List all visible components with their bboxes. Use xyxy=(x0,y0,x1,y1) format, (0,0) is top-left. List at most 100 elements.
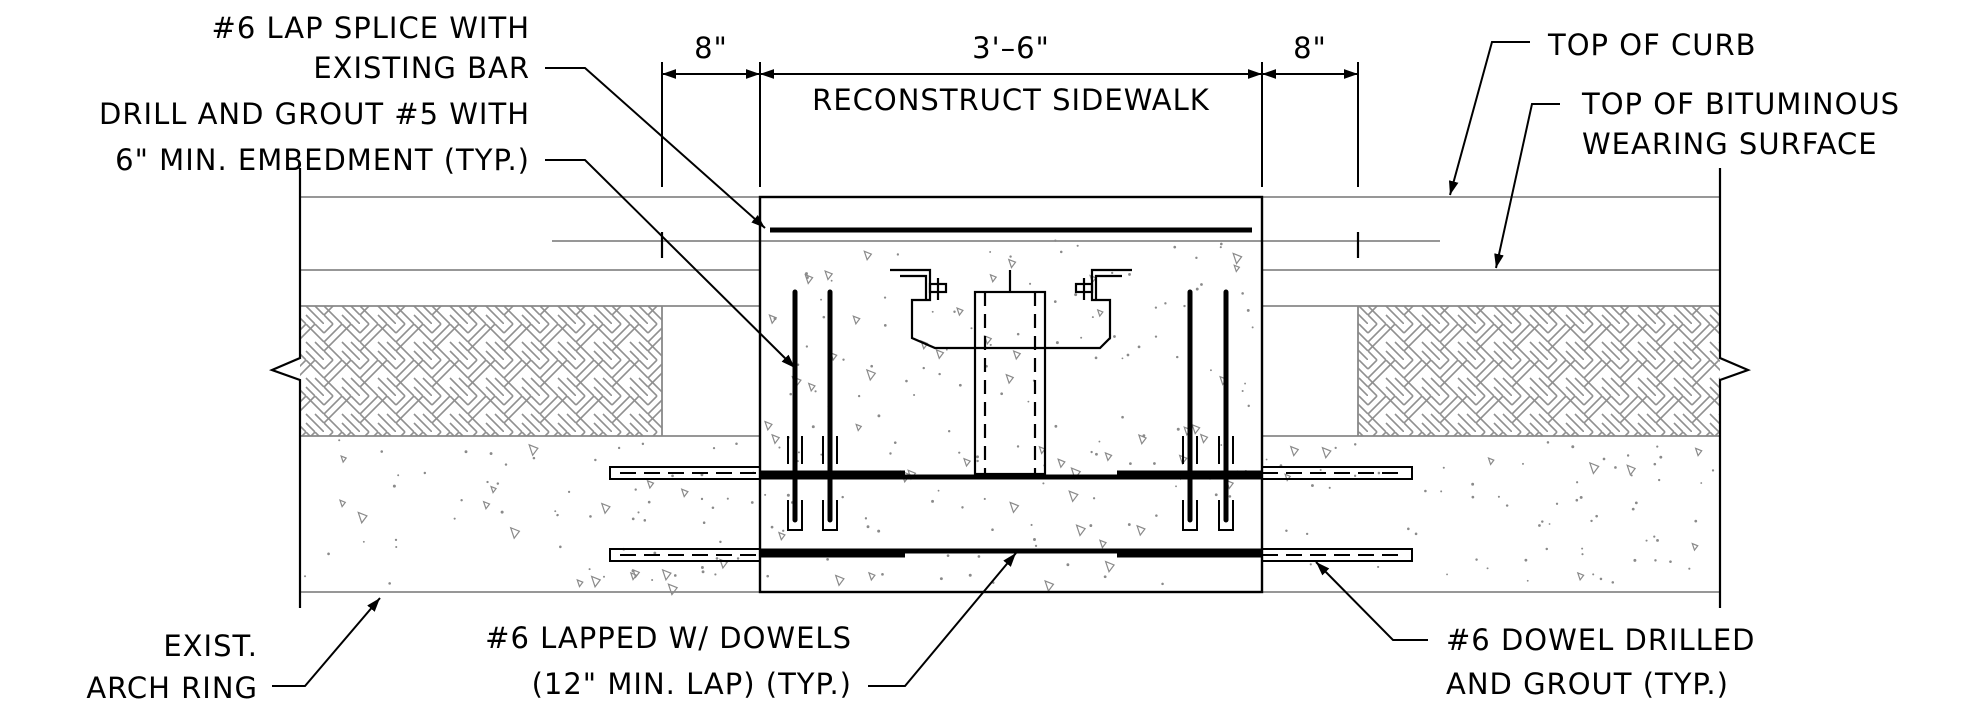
stipple-dot xyxy=(797,451,800,454)
stipple-dot xyxy=(773,317,777,321)
stipple-dot xyxy=(1656,445,1659,448)
stipple-dot xyxy=(395,545,398,549)
stipple-dot xyxy=(814,390,817,393)
stipple-dot xyxy=(388,582,391,585)
stipple-aggregate xyxy=(1191,423,1201,435)
stipple-dot xyxy=(939,577,943,581)
dim-right-8in: 8" xyxy=(1293,31,1327,65)
stipple-dot xyxy=(1446,573,1448,576)
top-of-curb-line-1: TOP OF CURB xyxy=(1547,28,1757,62)
stipple-dot xyxy=(946,554,950,557)
right-hatch-region xyxy=(1358,306,1720,436)
stipple-dot xyxy=(1599,577,1603,581)
stipple-dot xyxy=(559,545,562,549)
stipple-aggregate xyxy=(1012,349,1022,361)
stipple-dot xyxy=(1353,443,1357,446)
reconstruct-sidewalk-label: RECONSTRUCT SIDEWALK xyxy=(812,83,1210,117)
stipple-dot xyxy=(1210,369,1212,372)
stipple-aggregate xyxy=(989,273,998,283)
stipple-dot xyxy=(712,447,716,450)
reconstruct-sidewalk-block xyxy=(758,195,1264,594)
stipple-aggregate xyxy=(1098,539,1107,549)
callout-exist-arch-ring: EXIST. ARCH RING xyxy=(86,629,257,705)
stipple-dot xyxy=(567,490,571,494)
stipple-dot xyxy=(842,358,845,361)
stipple-dot xyxy=(1016,445,1020,448)
stipple-aggregate xyxy=(576,578,584,588)
stipple-dot xyxy=(653,551,657,555)
stipple-dot xyxy=(786,493,790,497)
stipple-dot xyxy=(857,394,861,398)
stipple-dot xyxy=(1030,523,1033,526)
stipple-dot xyxy=(864,517,868,520)
stipple-dot xyxy=(1220,242,1223,246)
stipple-dot xyxy=(841,495,844,499)
stipple-dot xyxy=(500,510,504,514)
stipple-dot xyxy=(1626,454,1630,457)
stipple-dot xyxy=(726,497,729,500)
stipple-dot xyxy=(947,430,951,433)
stipple-dot xyxy=(714,573,717,576)
stipple-dot xyxy=(719,540,722,544)
stipple-dot xyxy=(700,497,704,501)
stipple-aggregate xyxy=(1096,308,1104,318)
stipple-aggregate xyxy=(1691,542,1699,552)
stipple-dot xyxy=(1164,302,1167,305)
stipple-aggregate xyxy=(600,502,611,515)
stipple-dot xyxy=(1154,335,1158,338)
stipple-dot xyxy=(1309,563,1312,566)
stipple-aggregate xyxy=(1104,560,1116,573)
stipple-aggregate xyxy=(956,307,964,317)
stipple-dot xyxy=(1228,495,1232,498)
stipple-dot xyxy=(631,569,635,573)
stipple-dot xyxy=(1103,575,1107,579)
stipple-dot xyxy=(1711,469,1715,472)
stipple-dot xyxy=(617,446,621,450)
stipple-aggregate xyxy=(824,270,834,281)
stipple-dot xyxy=(1153,462,1156,465)
stipple-dot xyxy=(715,557,719,560)
callout-top-bituminous: TOP OF BITUMINOUS WEARING SURFACE xyxy=(1581,87,1899,161)
stipple-dot xyxy=(782,529,785,532)
stipple-dot xyxy=(1219,246,1222,249)
stipple-dot xyxy=(1285,529,1288,533)
stipple-aggregate xyxy=(768,314,778,325)
stipple-dot xyxy=(881,573,884,576)
stipple-dot xyxy=(1054,424,1058,428)
stipple-dot xyxy=(1571,445,1575,449)
stipple-dot xyxy=(1658,478,1661,482)
lapped-dowels-line-1: #6 LAPPED W/ DOWELS xyxy=(485,621,852,655)
stipple-dot xyxy=(1129,462,1132,466)
stipple-dot xyxy=(1074,293,1078,297)
stipple-dot xyxy=(922,366,925,370)
stipple-dot xyxy=(602,575,605,578)
stipple-dot xyxy=(1173,245,1177,249)
stipple-dot xyxy=(1176,427,1180,431)
stipple-dot xyxy=(1155,514,1158,517)
drilled-vertical-bars xyxy=(792,289,1229,523)
stipple-dot xyxy=(889,452,892,455)
stipple-dot xyxy=(1034,544,1038,548)
stipple-dot xyxy=(1137,345,1141,349)
stipple-dot xyxy=(1161,582,1164,586)
stipple-dot xyxy=(1319,469,1322,472)
dim-width-3ft6in: 3'–6" xyxy=(972,31,1050,65)
stipple-aggregate xyxy=(1057,458,1066,469)
stipple-dot xyxy=(1630,474,1633,477)
stipple-dot xyxy=(953,310,956,313)
stipple-dot xyxy=(1581,547,1584,550)
stipple-dot xyxy=(1614,466,1617,469)
dim-left-8in: 8" xyxy=(694,31,728,65)
stipple-aggregate xyxy=(771,433,781,445)
stipple-dot xyxy=(970,327,973,330)
stipple-dot xyxy=(958,451,961,454)
stipple-dot xyxy=(1265,458,1268,461)
stipple-dot xyxy=(735,442,738,445)
stipple-dot xyxy=(1128,273,1131,276)
stipple-dot xyxy=(945,348,948,351)
stipple-dot xyxy=(588,568,591,571)
stipple-aggregate xyxy=(1289,445,1300,457)
stipple-dot xyxy=(830,279,833,282)
stipple-dot xyxy=(641,442,645,446)
left-hatch-region xyxy=(300,306,662,436)
